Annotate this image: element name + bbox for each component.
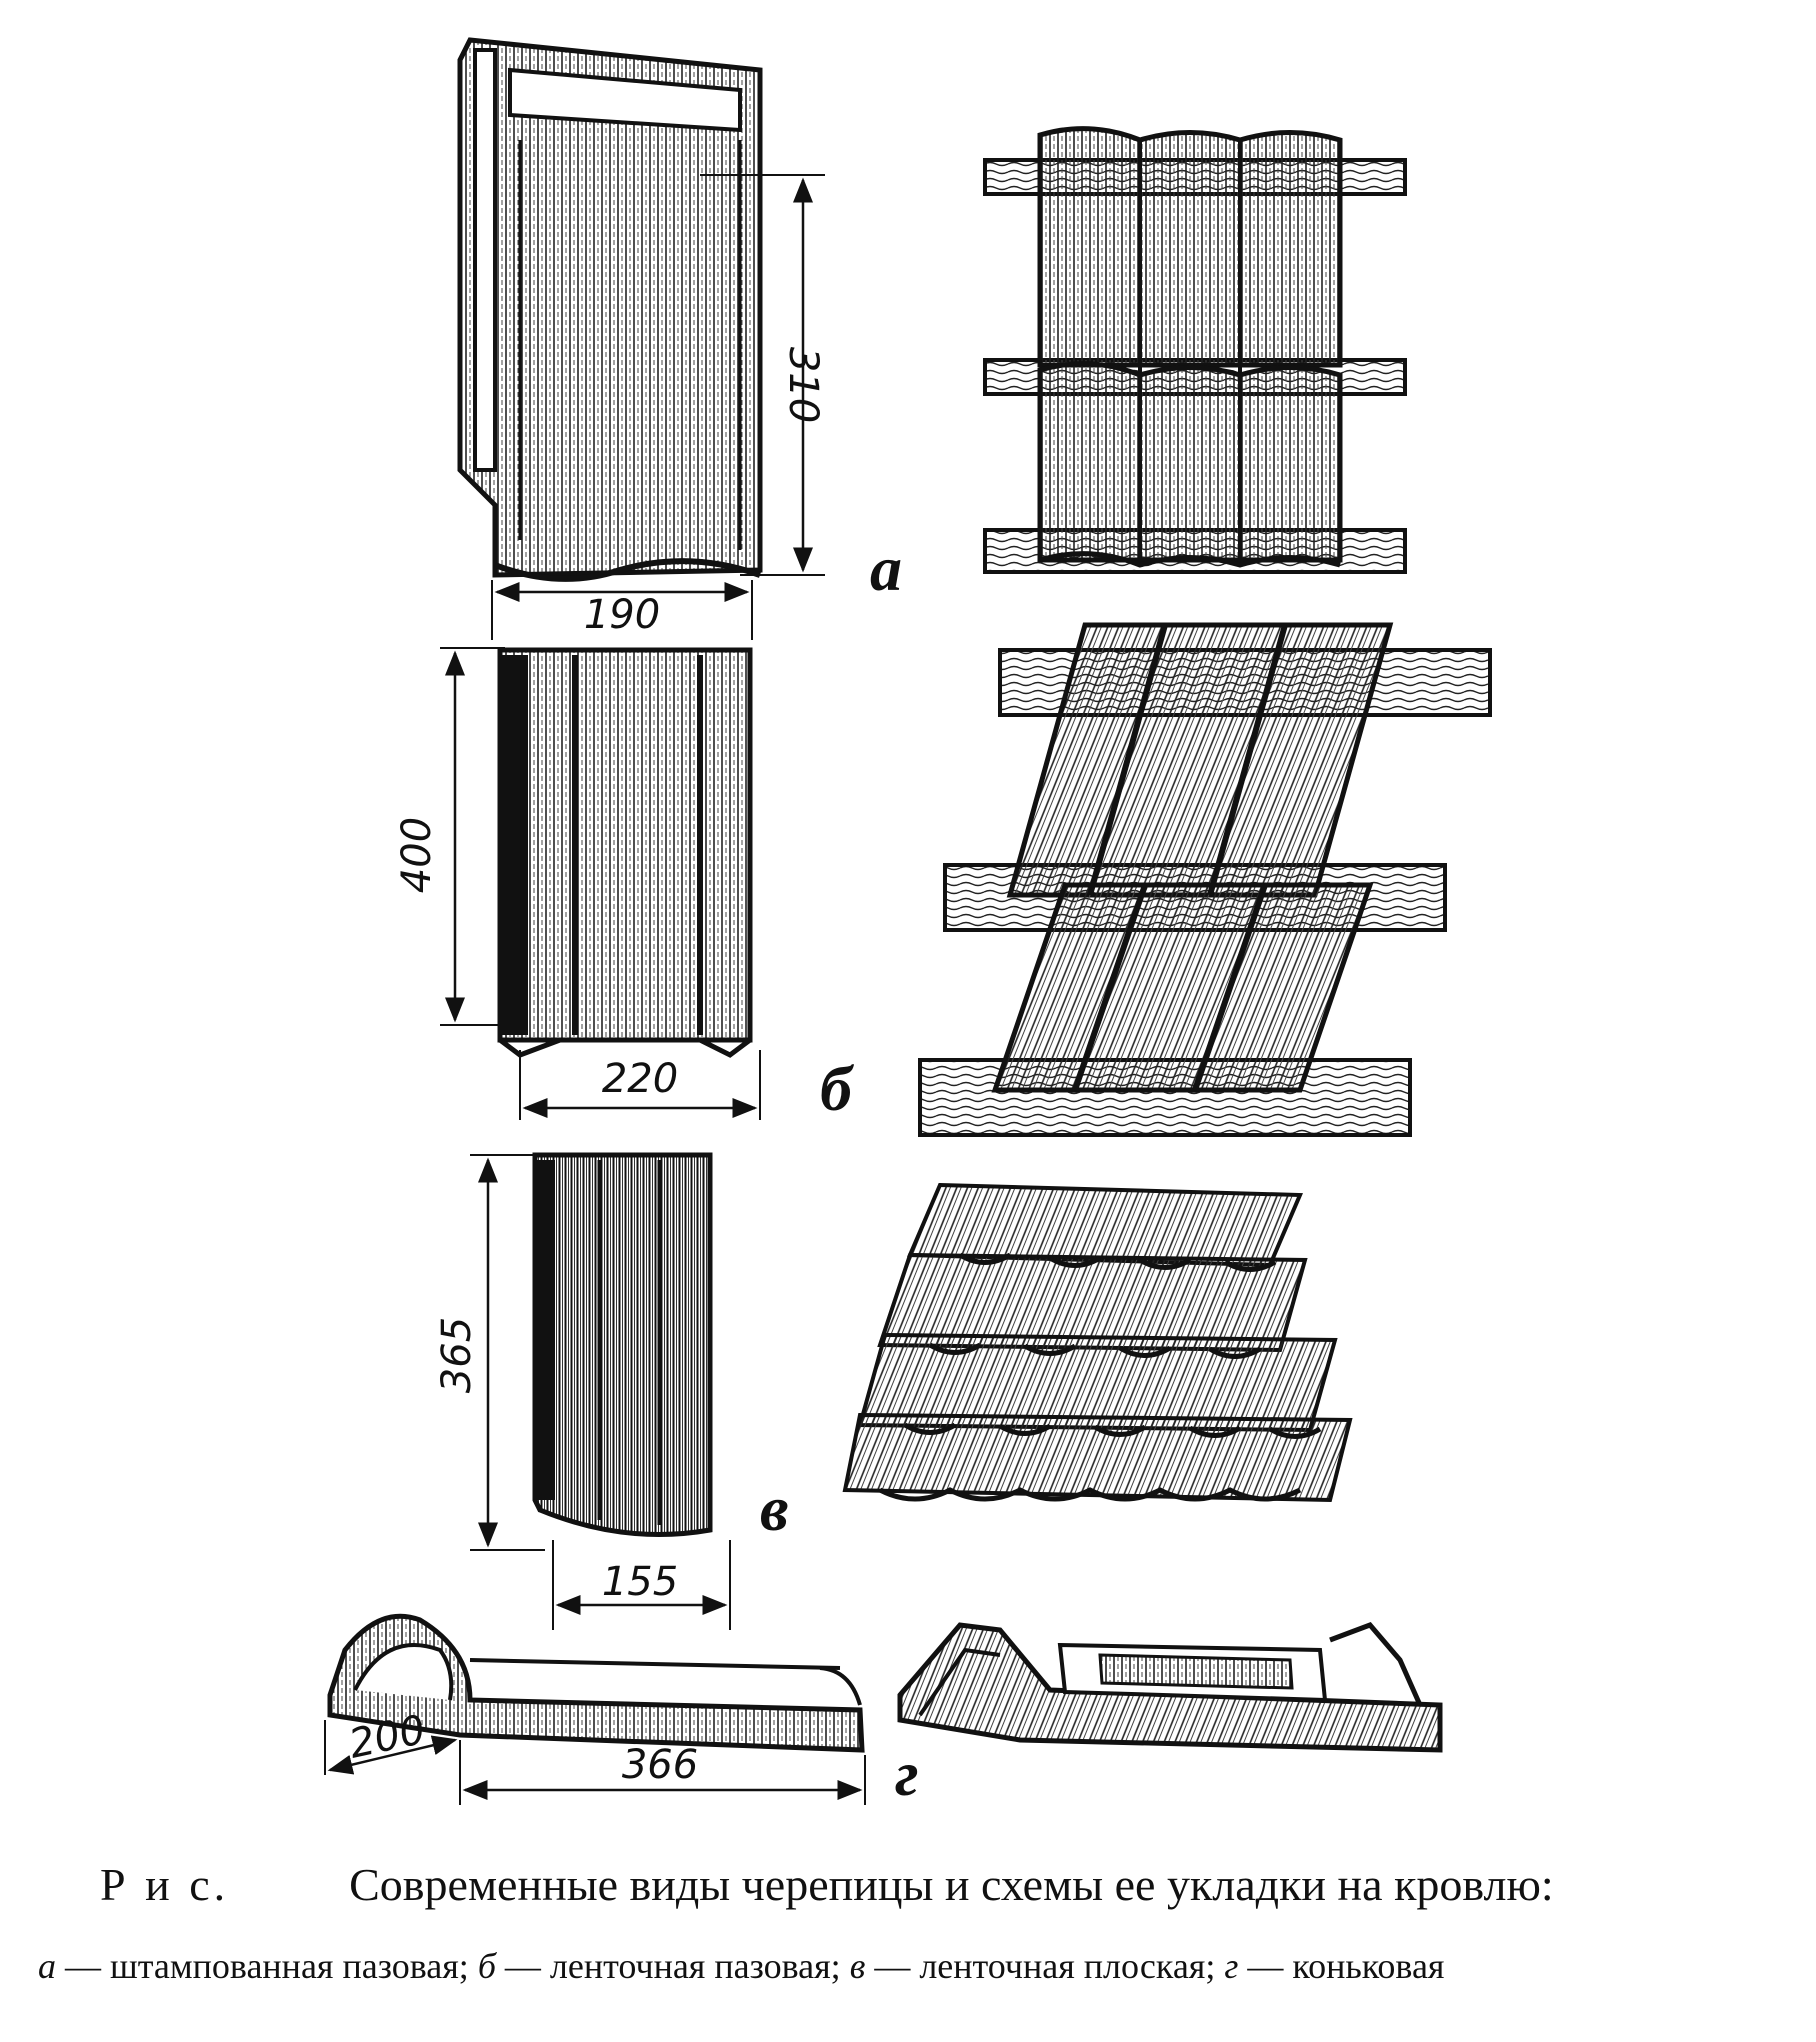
tile-d-dimension-366: 366 <box>459 1740 866 1805</box>
tile-d-drawing <box>327 1613 865 1753</box>
figure-label: Р и с. <box>100 1859 230 1910</box>
tile-d-laying-scheme <box>897 1622 1443 1753</box>
figure-caption-legend: а — штампованная пазовая; б — ленточная … <box>38 1945 1798 1987</box>
tile-b-dimension-220: 220 <box>519 1050 761 1120</box>
tile-a-laying-scheme <box>983 126 1407 574</box>
tile-c-drawing <box>532 1152 713 1537</box>
tile-c-dimension-365: 365 <box>434 1154 545 1551</box>
legend-item-a: а — штампованная пазовая; <box>38 1946 469 1986</box>
tile-c-dim-length: 365 <box>434 1317 480 1393</box>
part-letter-d: г <box>895 1738 919 1809</box>
part-letter-b: б <box>820 1053 855 1124</box>
tile-b-laying-scheme <box>918 622 1492 1137</box>
tile-a-drawing <box>457 37 763 582</box>
tile-a-dim-length: 310 <box>780 347 826 423</box>
part-letter-a: а <box>870 533 902 604</box>
tile-c-dim-width: 155 <box>602 1559 678 1605</box>
tile-a-dimension-190: 190 <box>491 580 753 640</box>
figure-caption-title: Р и с. Современные виды черепицы и схемы … <box>100 1858 1760 1911</box>
tile-figure: 310 190 а 400 220 б <box>324 37 1492 1809</box>
legend-item-b: б — ленточная пазовая; <box>477 1946 841 1986</box>
figure-title: Современные виды черепицы и схемы ее укл… <box>349 1859 1554 1910</box>
tile-c-laying-scheme <box>842 1182 1353 1503</box>
tile-a-dim-width: 190 <box>584 592 660 638</box>
tile-b-drawing <box>497 647 753 1058</box>
tile-b-dimension-400: 400 <box>394 647 505 1026</box>
tile-b-dim-length: 400 <box>394 817 440 893</box>
part-letter-c: в <box>760 1473 789 1544</box>
tile-d-dim-length: 366 <box>622 1742 698 1788</box>
tile-c-dimension-155: 155 <box>552 1540 731 1630</box>
tile-b-dim-width: 220 <box>602 1056 678 1102</box>
legend-item-d: г — коньковая <box>1224 1946 1445 1986</box>
legend-item-c: в — ленточная плоская; <box>849 1946 1216 1986</box>
tile-a-dimension-310: 310 <box>700 174 826 576</box>
